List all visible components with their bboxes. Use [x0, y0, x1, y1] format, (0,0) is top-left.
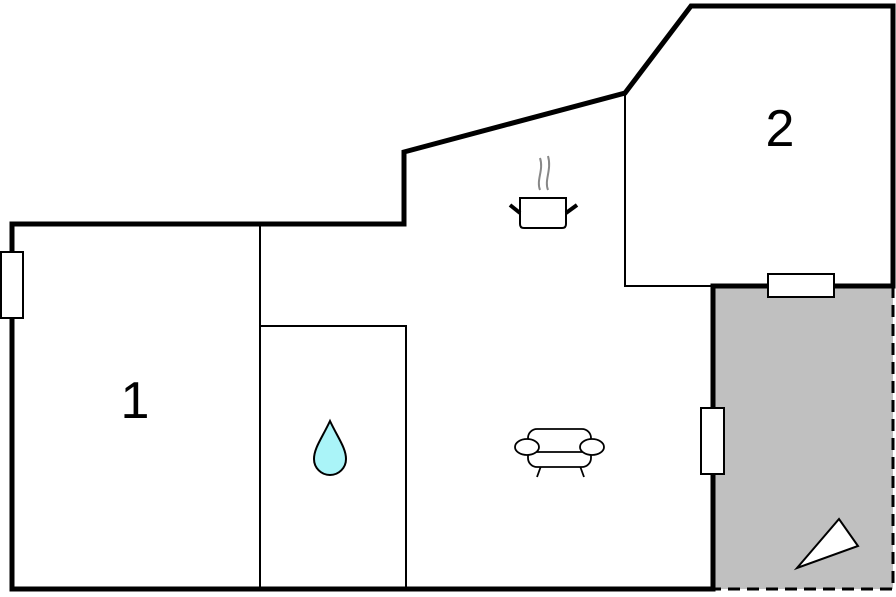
sofa-icon: [514, 428, 605, 478]
window-living: [700, 407, 725, 475]
window-terrace-top: [767, 273, 835, 298]
north-arrow-icon: [793, 517, 860, 571]
windows: [0, 251, 835, 475]
window-left: [0, 251, 24, 319]
exterior-walls: [9, 3, 896, 592]
interior-walls: [259, 93, 713, 589]
room-label-2: 2: [766, 100, 795, 158]
kitchen-pot-icon: [508, 155, 579, 229]
room-label-1: 1: [121, 372, 150, 430]
terrace-dashed-edge: [713, 286, 895, 591]
water-drop-icon: [312, 418, 348, 476]
terrace: [713, 286, 893, 589]
